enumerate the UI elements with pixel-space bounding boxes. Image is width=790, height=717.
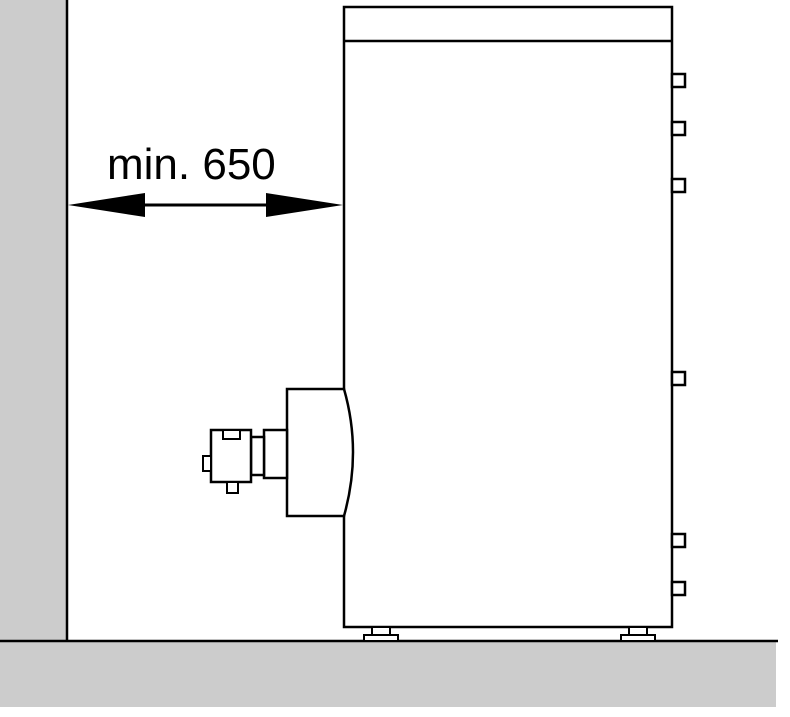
rear-connection [670,580,687,597]
rear-connection [670,120,687,137]
burner-side-fitting [202,455,212,472]
boiler-foot-rear [620,626,656,642]
burner-collar [249,435,266,477]
arrowhead-left [68,193,145,217]
floor [0,641,776,707]
burner-tube [262,428,289,480]
rear-connection [670,177,687,194]
burner-top-fitting [222,429,241,440]
dimension-label: min. 650 [107,140,276,189]
arrowhead-right [266,193,343,217]
burner [202,428,289,494]
boiler-foot-front [363,626,399,642]
burner-bottom-fitting [226,481,239,494]
boiler [342,5,687,642]
dimension-arrow [68,193,343,217]
wall [0,0,67,641]
rear-connection [670,532,687,549]
rear-connection [670,370,687,387]
rear-connection [670,72,687,89]
burner-door [285,387,355,518]
boiler-body [342,5,674,629]
